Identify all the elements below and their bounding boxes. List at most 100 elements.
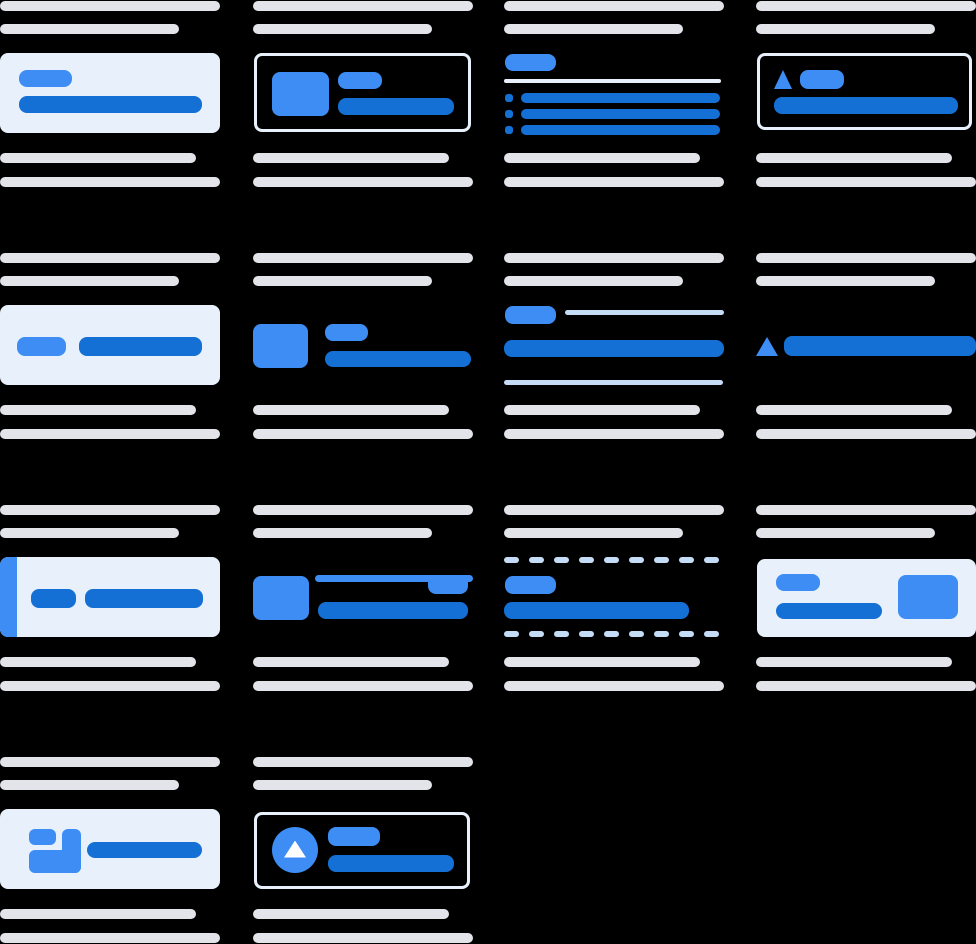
media-title-badge <box>253 504 473 692</box>
paragraph-line <box>0 757 220 767</box>
paragraph-line <box>0 177 220 187</box>
dash <box>579 557 594 563</box>
paragraph-line <box>0 405 196 415</box>
card-outline <box>254 53 471 132</box>
paragraph-line <box>756 24 935 34</box>
paragraph-line <box>0 681 220 691</box>
list-text-bar <box>521 93 720 103</box>
paragraph-line <box>253 429 473 439</box>
paragraph-line <box>0 909 196 919</box>
warning-inline-plain <box>756 252 976 440</box>
label-pill <box>17 337 66 356</box>
paragraph-line <box>0 528 179 538</box>
dash <box>679 631 694 637</box>
media-square <box>898 575 958 619</box>
dashed-rule-callout <box>504 504 724 692</box>
dash <box>629 557 644 563</box>
text-bar <box>19 96 202 113</box>
paragraph-line <box>253 24 432 34</box>
dash <box>704 557 719 563</box>
paragraph-line <box>253 657 449 667</box>
dash <box>654 557 669 563</box>
paragraph-line <box>756 253 976 263</box>
paragraph-line <box>756 1 976 11</box>
title-rule <box>315 575 473 582</box>
paragraph-line <box>253 405 449 415</box>
dash <box>504 631 519 637</box>
dash <box>604 557 619 563</box>
paragraph-line <box>504 657 700 667</box>
card-surface <box>0 53 220 133</box>
logo-glyph-pill <box>29 829 56 845</box>
text-bar <box>318 602 468 619</box>
title-pill <box>325 324 368 341</box>
paragraph-line <box>0 1 220 11</box>
paragraph-line <box>756 505 976 515</box>
text-bar <box>328 855 454 872</box>
paragraph-line <box>504 24 683 34</box>
text-bar <box>87 842 202 858</box>
outlined-warning-card <box>756 0 976 188</box>
title-pill <box>505 306 556 324</box>
bullet-dot <box>505 126 513 134</box>
filled-card-media-right <box>756 504 976 692</box>
text-bar <box>784 336 976 356</box>
text-bar <box>85 589 203 608</box>
paragraph-line <box>253 933 473 943</box>
dash <box>529 631 544 637</box>
paragraph-line <box>756 528 935 538</box>
paragraph-line <box>253 909 449 919</box>
dash <box>579 631 594 637</box>
title-pill <box>505 54 556 71</box>
dashed-rule-bottom <box>504 631 724 637</box>
title-pill <box>19 70 72 87</box>
paragraph-line <box>756 177 976 187</box>
paragraph-line <box>504 1 724 11</box>
paragraph-line <box>0 505 220 515</box>
text-bar <box>776 603 882 619</box>
paragraph-line <box>253 681 473 691</box>
dash <box>679 557 694 563</box>
paragraph-line <box>504 429 724 439</box>
paragraph-line <box>756 153 952 163</box>
text-bar <box>504 340 724 357</box>
paragraph-line <box>504 681 724 691</box>
outlined-card-media <box>253 0 473 188</box>
dash <box>704 631 719 637</box>
text-bar <box>79 337 202 356</box>
paragraph-line <box>253 505 473 515</box>
play-triangle-glyph <box>284 840 306 858</box>
paragraph-line <box>0 657 196 667</box>
paragraph-line <box>0 24 179 34</box>
accent-stripe <box>0 557 17 637</box>
media-square <box>253 576 309 620</box>
list-text-bar <box>521 125 720 135</box>
paragraph-line <box>253 528 432 538</box>
paragraph-line <box>253 1 473 11</box>
dash <box>554 631 569 637</box>
play-circle-icon <box>272 827 318 873</box>
paragraph-line <box>504 276 683 286</box>
card-outline <box>757 53 972 130</box>
card-outline <box>254 812 470 889</box>
bullet-dot <box>505 94 513 102</box>
text-bar <box>325 351 471 367</box>
dash <box>504 557 519 563</box>
paragraph-line <box>253 276 432 286</box>
dash <box>629 631 644 637</box>
paragraph-line <box>504 177 724 187</box>
outlined-card-play-icon <box>253 756 473 944</box>
paragraph-line <box>0 276 179 286</box>
paragraph-line <box>504 505 724 515</box>
bullet-dot <box>505 110 513 118</box>
paragraph-line <box>253 253 473 263</box>
paragraph-line <box>0 933 220 943</box>
paragraph-line <box>504 153 700 163</box>
title-pill <box>800 70 844 89</box>
text-bar <box>504 602 689 619</box>
dash <box>604 631 619 637</box>
banner-with-rules <box>504 252 724 440</box>
dash <box>654 631 669 637</box>
paragraph-line <box>0 153 196 163</box>
